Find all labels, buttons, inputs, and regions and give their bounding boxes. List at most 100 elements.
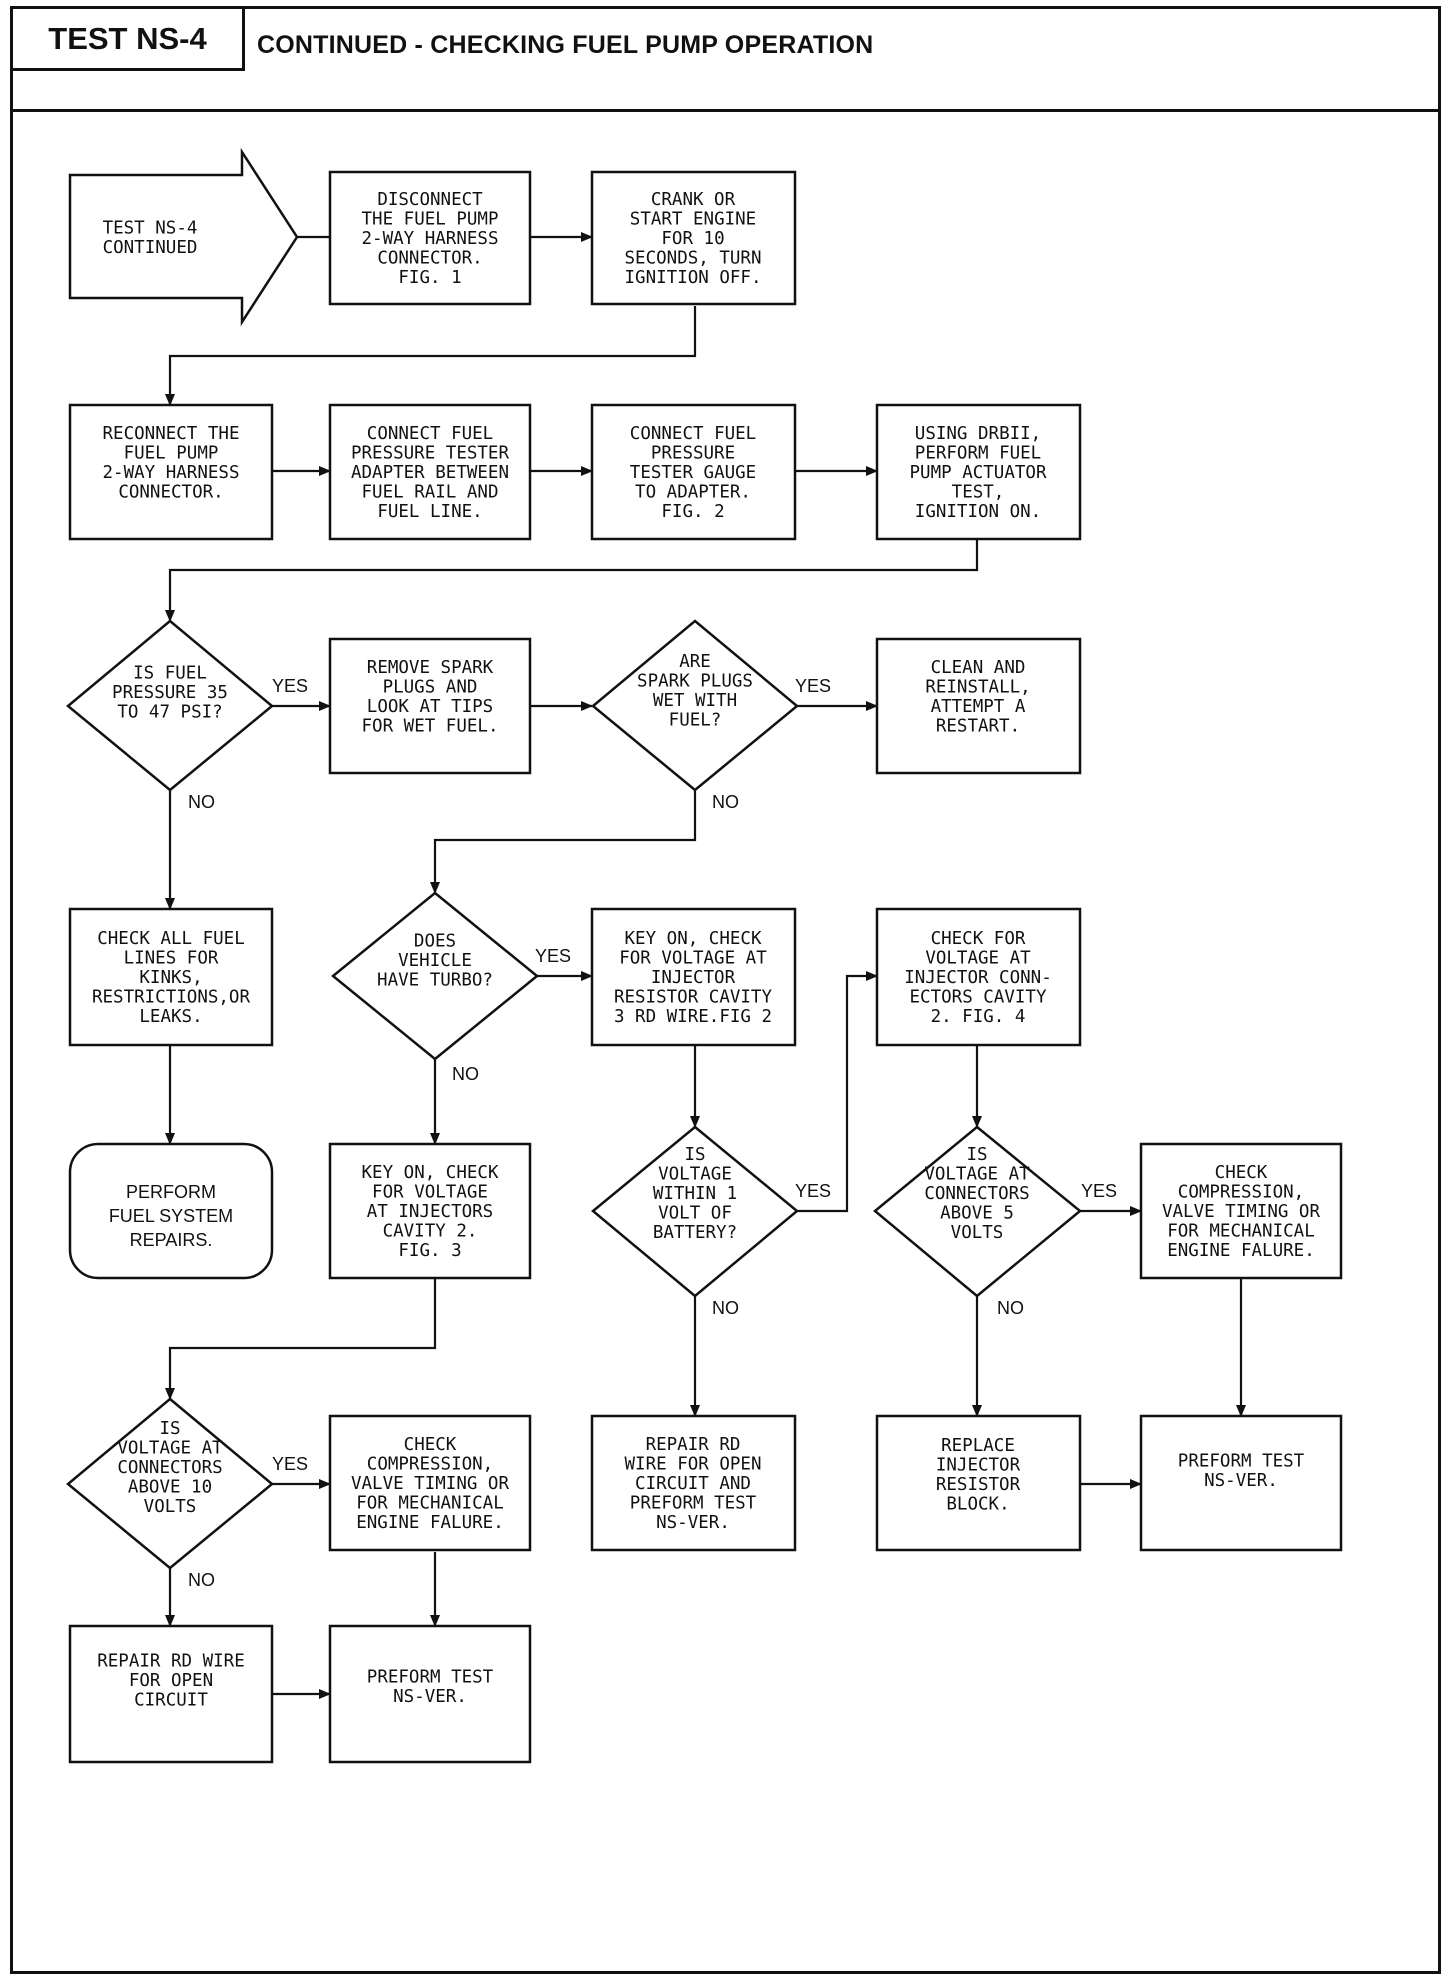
node-text-line: VOLTAGE [658, 1165, 732, 1185]
node-text-line: ARE [679, 652, 711, 672]
node-text-line: 2. FIG. 4 [931, 1007, 1026, 1027]
node-text-line: RESISTOR [936, 1475, 1021, 1495]
node-text-line: FOR VOLTAGE [372, 1183, 488, 1203]
terminal-fuel-repairs: PERFORM FUEL SYSTEM REPAIRS. [68, 1142, 274, 1280]
node-text-line: TESTER GAUGE [630, 463, 756, 483]
edge-qwet-no [430, 790, 697, 894]
node-text-line: PREFORM TEST [1178, 1451, 1305, 1471]
node-text-line: WITHIN 1 [653, 1184, 737, 1204]
node-text-line: TO ADAPTER. [635, 483, 751, 503]
node-text-line: COMPRESSION, [1178, 1183, 1304, 1203]
node-text-line: FUEL PUMP [124, 443, 219, 463]
node-text-line: HAVE TURBO? [377, 971, 493, 991]
node-text-line: CIRCUIT [134, 1691, 208, 1711]
edge-drbii-qpressure [165, 540, 979, 622]
node-text-line: CHECK ALL FUEL [97, 929, 245, 949]
node-text-line: COMPRESSION, [367, 1455, 493, 1475]
label-no: NO [712, 1298, 739, 1318]
node-text-line: WIRE FOR OPEN [625, 1455, 762, 1475]
node-text-line: CAVITY 2. [383, 1222, 478, 1242]
label-yes: YES [535, 946, 571, 966]
node-text-line: DISCONNECT [377, 190, 483, 210]
node-text-line: RESTART. [936, 716, 1020, 736]
node-text-line: RECONNECT THE [103, 424, 240, 444]
node-text-line: KEY ON, CHECK [625, 929, 762, 949]
node-text-line: FIG. 2 [661, 502, 724, 522]
header-divider [13, 109, 1438, 112]
label-yes: YES [272, 676, 308, 696]
label-no: NO [188, 792, 215, 812]
node-text-line: TO 47 PSI? [117, 703, 222, 723]
node-text-line: REPAIR RD [646, 1435, 741, 1455]
node-text-line: LINES FOR [124, 949, 219, 969]
test-id-box: TEST NS-4 [13, 9, 245, 71]
node-text-line: VALVE TIMING OR [1162, 1202, 1321, 1222]
connector-lines [165, 232, 1246, 1699]
node-text-line: BATTERY? [653, 1223, 737, 1243]
node-text-line: CONNECTOR. [118, 482, 223, 502]
node-text-line: RESISTOR CAVITY [614, 988, 773, 1008]
node-text-line: PRESSURE TESTER [351, 444, 510, 464]
node-text-line: CONNECT FUEL [630, 424, 756, 444]
node-text-line: PERFORM [126, 1182, 216, 1202]
node-text-line: REPAIRS. [130, 1230, 213, 1250]
edge-qbattery-yes [797, 971, 878, 1213]
node-text-line: CONNECTORS [117, 1458, 222, 1478]
node-text-line: VEHICLE [398, 951, 472, 971]
node-text-line: ABOVE 5 [940, 1204, 1014, 1224]
node-text-line: FOR 10 [661, 229, 724, 249]
node-text-line: FOR MECHANICAL [356, 1494, 504, 1514]
node-text-line: REMOVE SPARK [367, 658, 494, 678]
node-text-line: VOLTS [951, 1223, 1004, 1243]
node-text-line: CONTINUED [103, 238, 198, 258]
node-text-line: PRESSURE 35 [112, 683, 228, 703]
node-text-line: TEST, [952, 483, 1005, 503]
node-text-line: ATTEMPT A [931, 697, 1026, 717]
node-text-line: INJECTOR [936, 1455, 1021, 1475]
node-text-line: RESTRICTIONS,OR [92, 988, 251, 1008]
edge-crank-reconnect [165, 306, 697, 406]
node-text-line: FUEL RAIL AND [362, 483, 499, 503]
node-text-line: AT INJECTORS [367, 1202, 493, 1222]
node-text-line: IS [684, 1145, 705, 1165]
label-no: NO [452, 1064, 479, 1084]
edge-keyon2-q10v [165, 1278, 437, 1400]
node-text-line: ABOVE 10 [128, 1478, 212, 1498]
page-frame: TEST NS-4 CONTINUED - CHECKING FUEL PUMP… [10, 6, 1441, 1974]
node-text-line: FOR VOLTAGE AT [619, 949, 767, 969]
node-text-line: IS [159, 1419, 180, 1439]
branch-labels: YES NO YES NO YES NO YES NO YES NO YES N… [188, 676, 1117, 1590]
node-text-line: FUEL SYSTEM [109, 1206, 233, 1226]
node-text-line: NS-VER. [656, 1513, 730, 1533]
node-text-line: CONNECTORS [924, 1184, 1029, 1204]
label-yes: YES [795, 676, 831, 696]
node-text-line: KINKS, [139, 968, 202, 988]
node-text-line: LEAKS. [139, 1007, 202, 1027]
node-text-line: VOLTAGE AT [117, 1439, 223, 1459]
node-text-line: TEST NS-4 [103, 218, 198, 238]
node-text-line: CHECK FOR [931, 929, 1026, 949]
label-no: NO [997, 1298, 1024, 1318]
node-text-line: CLEAN AND [931, 658, 1026, 678]
node-text-line: CHECK [1215, 1163, 1268, 1183]
node-text-line: CIRCUIT AND [635, 1474, 751, 1494]
node-text-line: FIG. 1 [398, 268, 461, 288]
node-text-line: PRESSURE [651, 444, 735, 464]
